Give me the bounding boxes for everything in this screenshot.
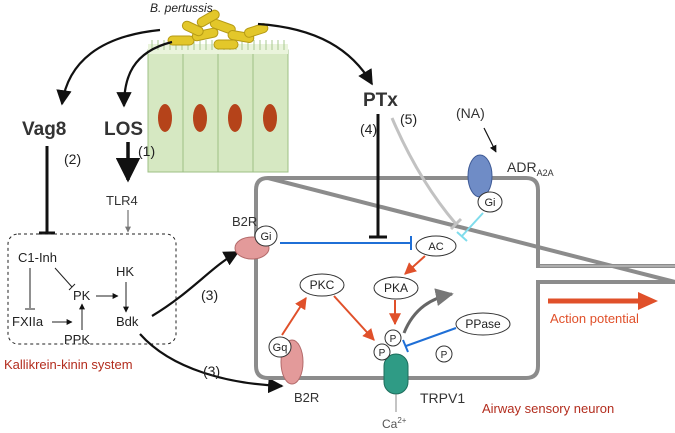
p-free-label: P xyxy=(441,350,448,361)
bdk-to-b2r-top-arrow xyxy=(151,251,240,317)
trpv1-activation-arrow xyxy=(402,288,454,334)
phospho-site-left xyxy=(373,343,391,361)
hk-label: HK xyxy=(116,264,134,279)
bdk-to-b2r-bottom-arrow xyxy=(139,333,284,394)
calcium-label: Ca2+ xyxy=(382,416,407,431)
adr-a2a-receptor xyxy=(467,154,493,198)
gq-node xyxy=(268,336,292,358)
kks-box xyxy=(7,233,177,345)
step-bdk-bottom: (3) xyxy=(203,363,220,379)
adr-main-text: ADR xyxy=(507,159,537,175)
phospho-site-top xyxy=(384,329,402,347)
arrow-to-vag8 xyxy=(56,28,161,106)
gq-to-pkc-arrow xyxy=(281,296,307,336)
nucleus xyxy=(228,104,242,132)
trpv1-channel xyxy=(383,353,409,395)
gi-adr-label: Gi xyxy=(485,197,496,209)
adr-label: ADRA2A xyxy=(507,159,554,178)
airway-epithelium xyxy=(147,40,289,173)
calcium-superscript: 2+ xyxy=(397,416,406,425)
gi-adr-ac-bar xyxy=(456,231,468,242)
step-bdk-top: (3) xyxy=(201,287,218,303)
c1inh-label: C1-Inh xyxy=(18,250,57,265)
pkc-to-trpv1-arrow xyxy=(333,295,375,341)
nucleus xyxy=(193,104,207,132)
ptx-label: PTx xyxy=(363,90,398,111)
pk-label: PK xyxy=(73,288,91,303)
los-label: LOS xyxy=(104,119,143,140)
ac-node xyxy=(415,235,457,257)
gq-label: Gq xyxy=(273,342,288,354)
bacterium-label: B. pertussis xyxy=(150,1,213,15)
step-vag8: (2) xyxy=(64,151,81,167)
trpv1-label: TRPV1 xyxy=(420,390,465,406)
sensory-neuron xyxy=(254,175,675,380)
ppk-label: PPK xyxy=(64,332,90,347)
na-arrow xyxy=(483,127,497,153)
fxiia-label: FXIIa xyxy=(12,314,44,329)
ppase-label: PPase xyxy=(465,317,501,331)
calcium-main-text: Ca xyxy=(382,417,398,431)
step-ptx-right: (5) xyxy=(400,111,417,127)
pka-label: PKA xyxy=(384,281,408,295)
arrow-to-ptx xyxy=(257,22,373,86)
ac-to-pka-arrow xyxy=(404,255,426,275)
adr-subscript: A2A xyxy=(537,168,554,178)
p-top-label: P xyxy=(390,334,397,345)
arrow-to-los xyxy=(116,40,173,108)
b2r-bottom-label: B2R xyxy=(294,390,319,405)
ppase-inhibition-line xyxy=(405,327,457,347)
step-los: (1) xyxy=(138,143,155,159)
ptx-inhibits-adr-gi-bar xyxy=(449,217,463,231)
gi-receptor-node xyxy=(254,225,278,247)
gi-adr-node xyxy=(477,191,503,213)
nucleus xyxy=(263,104,277,132)
tlr4-label: TLR4 xyxy=(106,193,138,208)
gi-adr-inhibits-ac xyxy=(461,212,484,237)
action-potential-head xyxy=(638,292,658,310)
action-potential-label: Action potential xyxy=(550,311,639,326)
gi-receptor-label: Gi xyxy=(261,231,272,243)
free-phosphate xyxy=(435,345,453,363)
na-label: (NA) xyxy=(456,105,485,121)
ac-label: AC xyxy=(428,241,443,253)
c1inh-inhibits-pk xyxy=(54,267,73,288)
pka-node xyxy=(373,276,419,300)
c1inh-pk-bar xyxy=(68,283,76,291)
vag8-label: Vag8 xyxy=(22,119,66,140)
p-left-label: P xyxy=(379,348,386,359)
pkc-label: PKC xyxy=(310,278,335,292)
step-ptx-left: (4) xyxy=(360,121,377,137)
ppase-node xyxy=(455,312,511,336)
ppase-inhibition-bar xyxy=(402,339,409,353)
b2r-top-label: B2R xyxy=(232,214,257,229)
neuron-label: Airway sensory neuron xyxy=(482,401,614,416)
ptx-inhibits-adr-gi-line xyxy=(390,117,458,225)
pkc-node xyxy=(299,273,345,297)
kks-label: Kallikrein-kinin system xyxy=(4,357,133,372)
bdk-label: Bdk xyxy=(116,314,139,329)
nucleus xyxy=(158,104,172,132)
bacteria-cluster xyxy=(167,9,269,50)
